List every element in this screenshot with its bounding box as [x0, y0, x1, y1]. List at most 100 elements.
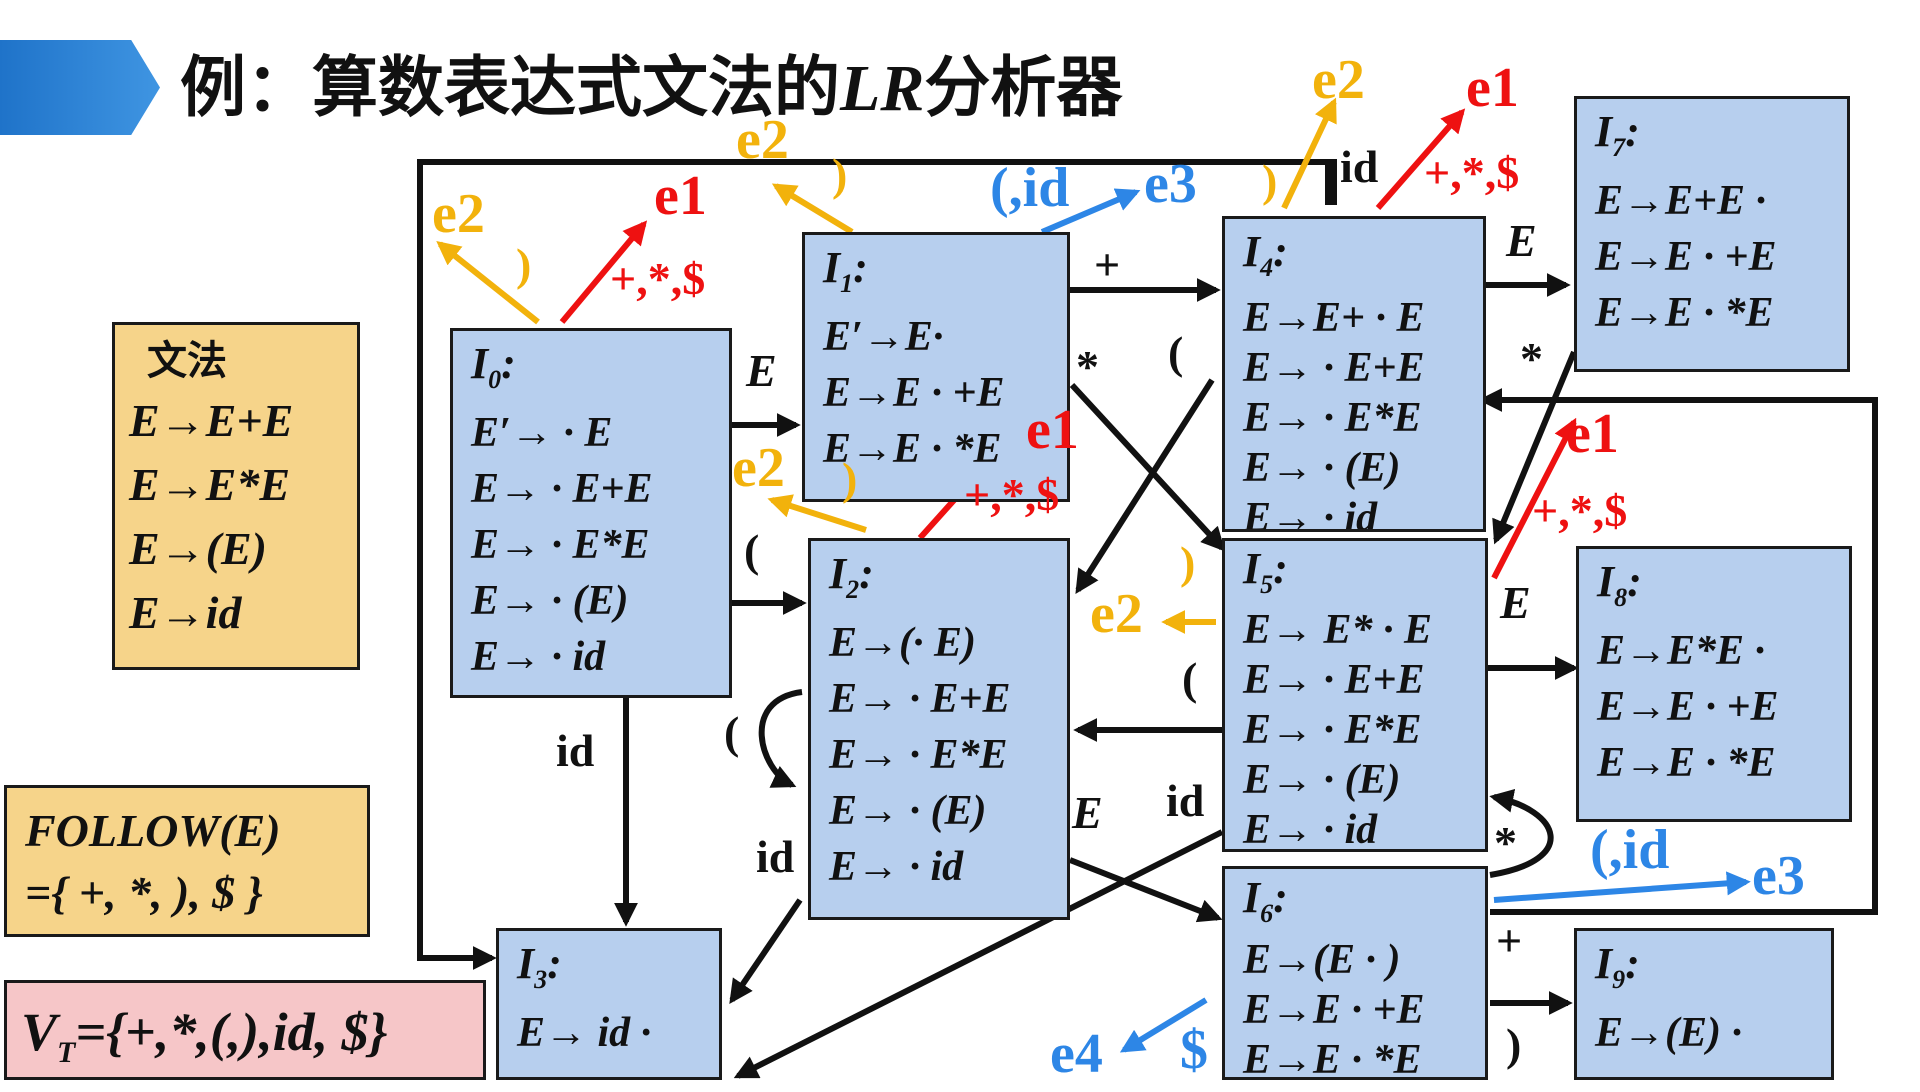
- state-name: I6:: [1243, 873, 1288, 928]
- e2-label-i4: e2: [1312, 49, 1365, 111]
- e1-label-i5: e1: [1566, 403, 1619, 465]
- label-i7-to-i5: *: [1520, 333, 1543, 384]
- e1-arrow-i5: [1491, 417, 1577, 580]
- lr-item: E′→E·: [823, 313, 944, 360]
- e4-label-i6: e4: [1050, 1023, 1103, 1085]
- state-name: I9:: [1595, 939, 1640, 994]
- e1-label-i0: e1: [654, 165, 707, 227]
- follow-set-box: FOLLOW(E) ={ +, *, ), $ }: [4, 785, 370, 937]
- lr-item: E→ E* · E: [1243, 606, 1433, 653]
- follow-set-name: FOLLOW(E): [25, 805, 281, 856]
- state-i5: I5: E→ E* · E E→ · E+E E→ · E*E E→ · (E)…: [1222, 538, 1488, 852]
- edge-i2-self-loop: [758, 689, 803, 788]
- state-name: I0:: [471, 339, 516, 394]
- label-i0-to-i3: id: [556, 725, 595, 776]
- state-i8: I8: E→E*E · E→E · +E E→E · *E: [1576, 546, 1852, 822]
- grammar-rule: E→E+E: [129, 395, 294, 446]
- label-i4-to-i2: (: [1168, 327, 1184, 378]
- lr-item: E→E · *E: [1243, 1036, 1422, 1080]
- title-accent-bar: [0, 40, 160, 135]
- lr-item: E→ · E*E: [1243, 394, 1422, 441]
- state-name: I4:: [1243, 227, 1288, 282]
- lr-item: E→ · (E): [471, 577, 629, 624]
- e1-arrow-i0: [559, 220, 648, 324]
- e1-ops-i4: +,*,$: [1424, 147, 1520, 198]
- e2-label-i2: e2: [732, 437, 785, 499]
- terminal-set-box: VT={+,*,(,),id, $}: [4, 980, 486, 1080]
- e2-paren-i2: ): [842, 453, 858, 504]
- edge-i2-to-i3: [729, 898, 803, 1004]
- label-i6-to-i9: ): [1506, 1019, 1522, 1070]
- e2-paren-i4: ): [1262, 155, 1278, 206]
- state-name: I8:: [1597, 557, 1642, 612]
- state-i7: I7: E→E+E · E→E · +E E→E · *E: [1574, 96, 1850, 372]
- page-title: 例：算数表达式文法的LR分析器: [180, 40, 1122, 135]
- state-name: I1:: [823, 243, 868, 298]
- lr-item: E→ · id: [829, 843, 964, 890]
- label-i0-to-i2: (: [744, 525, 760, 576]
- state-name: I3:: [517, 939, 562, 994]
- e3-open-id-i6: (,id: [1590, 819, 1670, 881]
- label-i5-to-i8: E: [1500, 577, 1531, 628]
- e1-label-i2: e1: [1026, 399, 1079, 461]
- e3-arrow-i1: [1040, 188, 1141, 235]
- state-i1: I1: E′→E· E→E · +E E→E · *E: [802, 232, 1070, 502]
- lr-item: E′→ · E: [471, 409, 613, 456]
- label-i1-to-i4: +: [1094, 239, 1121, 290]
- lr-item: E→ id ·: [517, 1009, 652, 1056]
- label-top-id: id: [1340, 141, 1379, 192]
- grammar-heading: 文法: [147, 338, 227, 384]
- lr-item: E→E · +E: [823, 369, 1005, 416]
- label-i6-to-i5: *: [1494, 817, 1517, 868]
- lr-item: E→E · +E: [1595, 233, 1777, 280]
- e2-arrow-i4: [1281, 97, 1337, 210]
- lr-item: E→E*E ·: [1597, 627, 1766, 674]
- e3-label-i1: e3: [1144, 153, 1197, 215]
- terminal-set-symbol: V: [21, 1002, 58, 1062]
- grammar-rule: E→(E): [129, 523, 267, 574]
- state-i3: I3: E→ id ·: [496, 928, 722, 1080]
- lr-item: E→E · *E: [1595, 289, 1774, 336]
- state-name: I2:: [829, 549, 874, 604]
- edge-i1-to-i5: [1069, 382, 1226, 552]
- grammar-box: 文法 E→E+E E→E*E E→(E) E→id: [112, 322, 360, 670]
- edge-i6-to-i5-curve: [1489, 788, 1554, 878]
- e2-arrow-i2: [767, 494, 867, 533]
- e2-paren-i1: ): [832, 149, 848, 200]
- follow-set-value: ={ +, *, ), $ }: [25, 867, 263, 918]
- lr-item: E→ · E+E: [1243, 344, 1425, 391]
- e1-ops-i5: +,*,$: [1532, 485, 1628, 536]
- state-i2: I2: E→(· E) E→ · E+E E→ · E*E E→ · (E) E…: [808, 538, 1070, 920]
- terminal-set-subscript: T: [57, 1035, 76, 1069]
- e2-paren-i0: ): [516, 239, 532, 290]
- e3-arrow-i6: [1493, 871, 1751, 903]
- e2-label-i5: e2: [1090, 583, 1143, 645]
- lr-item: E→ · id: [1243, 494, 1378, 532]
- label-i2-to-i6: E: [1072, 787, 1103, 838]
- lr-item: E→E · +E: [1243, 986, 1425, 1033]
- edge-i4-to-i3-loop: [417, 159, 1337, 970]
- lr-item: E→ · E+E: [471, 465, 653, 512]
- state-i6: I6: E→(E · ) E→E · +E E→E · *E: [1222, 866, 1488, 1080]
- label-i5-to-i3: id: [1166, 775, 1205, 826]
- label-i4-to-i7: E: [1506, 215, 1537, 266]
- e2-label-i1: e2: [736, 109, 789, 171]
- lr-item: E→ · E+E: [829, 675, 1011, 722]
- lr-item: E→ · id: [1243, 806, 1378, 852]
- edge-i5-to-i3: [733, 829, 1224, 1079]
- lr-item: E→E · +E: [1597, 683, 1779, 730]
- title-suffix: 分析器: [924, 49, 1123, 126]
- label-i0-to-i1: E: [746, 345, 777, 396]
- e3-open-id-i1: (,id: [990, 157, 1070, 219]
- lr-item: E→ · E*E: [471, 521, 650, 568]
- lr-item: E→ · E+E: [1243, 656, 1425, 703]
- lr-item: E→ · E*E: [1243, 706, 1422, 753]
- lr-item: E→(· E): [829, 619, 976, 666]
- label-i5-to-i2: (: [1182, 653, 1198, 704]
- e4-arrow-i6: [1119, 997, 1208, 1053]
- edge-i4-to-i2: [1075, 378, 1215, 595]
- grammar-rule: E→E*E: [129, 459, 291, 510]
- label-i2-to-i3: id: [756, 831, 795, 882]
